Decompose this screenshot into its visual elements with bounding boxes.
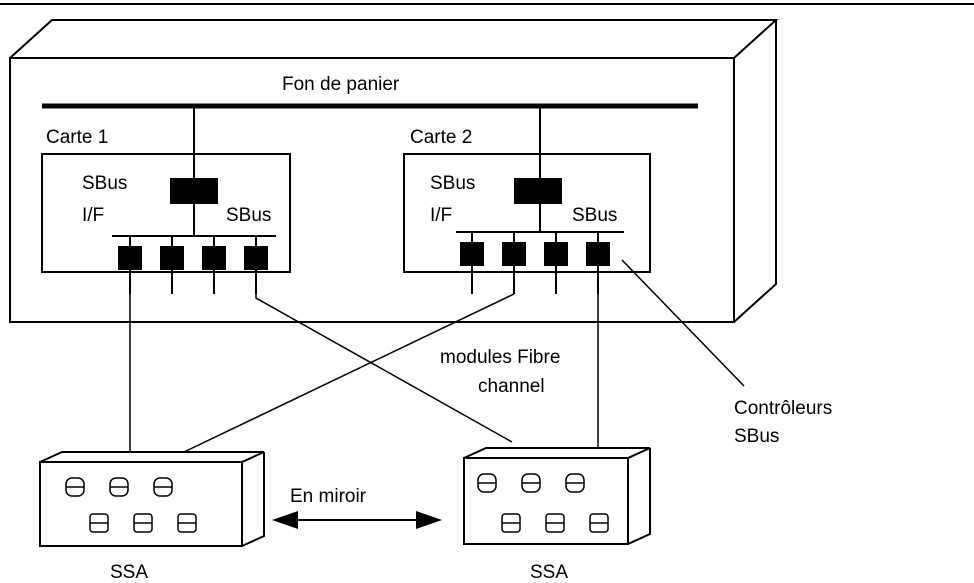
- ssa-1-top: [39, 451, 265, 463]
- card-2-box: [403, 153, 651, 273]
- card-1-sbus-if-label-1: SBus: [82, 173, 127, 194]
- card-2-stubs: [471, 232, 599, 242]
- card-1: Carte 1 SBus I/F SBus: [41, 106, 291, 294]
- card-1-sbus-controller-4: [244, 246, 268, 270]
- controllers-label-2: SBus: [734, 426, 779, 447]
- ssa-2-disk-icons: [477, 473, 609, 533]
- mirror-arrow-left-head: [272, 511, 298, 529]
- card-2-sbus-controller-1: [460, 242, 484, 266]
- mirror-arrow: [272, 511, 442, 529]
- card-1-box: [41, 153, 291, 273]
- card-1-sbus-controller-3: [202, 246, 226, 270]
- card-2-sbus-controller-2: [502, 242, 526, 266]
- card-1-sbus-label: SBus: [226, 205, 271, 226]
- fibre-label-1: modules Fibre: [440, 347, 560, 368]
- link-card2-ssa1: [183, 293, 515, 453]
- ssa-2-side: [627, 448, 651, 545]
- mirror-arrow-right-head: [416, 511, 442, 529]
- controllers-label-1: Contrôleurs: [734, 398, 832, 419]
- link-card1-ssa2: [255, 294, 513, 443]
- chassis: [9, 19, 779, 323]
- card-2-sbus-controller-3: [544, 242, 568, 266]
- card-1-sbus-if-chip: [170, 178, 218, 204]
- ssa-1-front: [39, 461, 243, 547]
- ssa-2-top: [463, 447, 651, 459]
- ssa-array-2: [463, 447, 651, 545]
- chassis-front: [9, 57, 735, 323]
- card-2-label: Carte 2: [410, 127, 472, 148]
- card-2: Carte 2 SBus I/F SBus: [403, 106, 651, 294]
- card-1-sbus-if-label-2: I/F: [82, 205, 104, 226]
- card-2-sbus-if-label-2: I/F: [430, 205, 452, 226]
- controllers-pointer: [621, 259, 745, 387]
- chassis-top: [9, 19, 779, 59]
- ssa-1-disk-icons: [65, 477, 197, 533]
- card-1-stubs: [129, 236, 257, 246]
- card-2-sbus-controller-4: [586, 242, 610, 266]
- backplane-label: Fon de panier: [282, 74, 400, 95]
- chassis-side: [733, 20, 777, 323]
- ssa-2-front: [463, 457, 629, 545]
- ssa-1-label: SSA: [110, 562, 148, 583]
- ssa-2-label: SSA: [530, 562, 568, 583]
- card-2-legs: [471, 266, 599, 294]
- card-1-label: Carte 1: [46, 127, 108, 148]
- card-2-sbus-label: SBus: [572, 205, 617, 226]
- card-1-legs: [129, 270, 257, 294]
- card-2-sbus-if-label-1: SBus: [430, 173, 475, 194]
- mirror-label: En miroir: [290, 486, 367, 507]
- card-1-sbus-controller-1: [118, 246, 142, 270]
- ssa-1-side: [241, 452, 265, 547]
- card-1-sbus-controller-2: [160, 246, 184, 270]
- card-2-sbus-if-chip: [514, 178, 562, 204]
- fibre-label-2: channel: [478, 376, 545, 397]
- fibre-channel-links: [129, 259, 745, 453]
- ssa-array-1: [39, 451, 265, 547]
